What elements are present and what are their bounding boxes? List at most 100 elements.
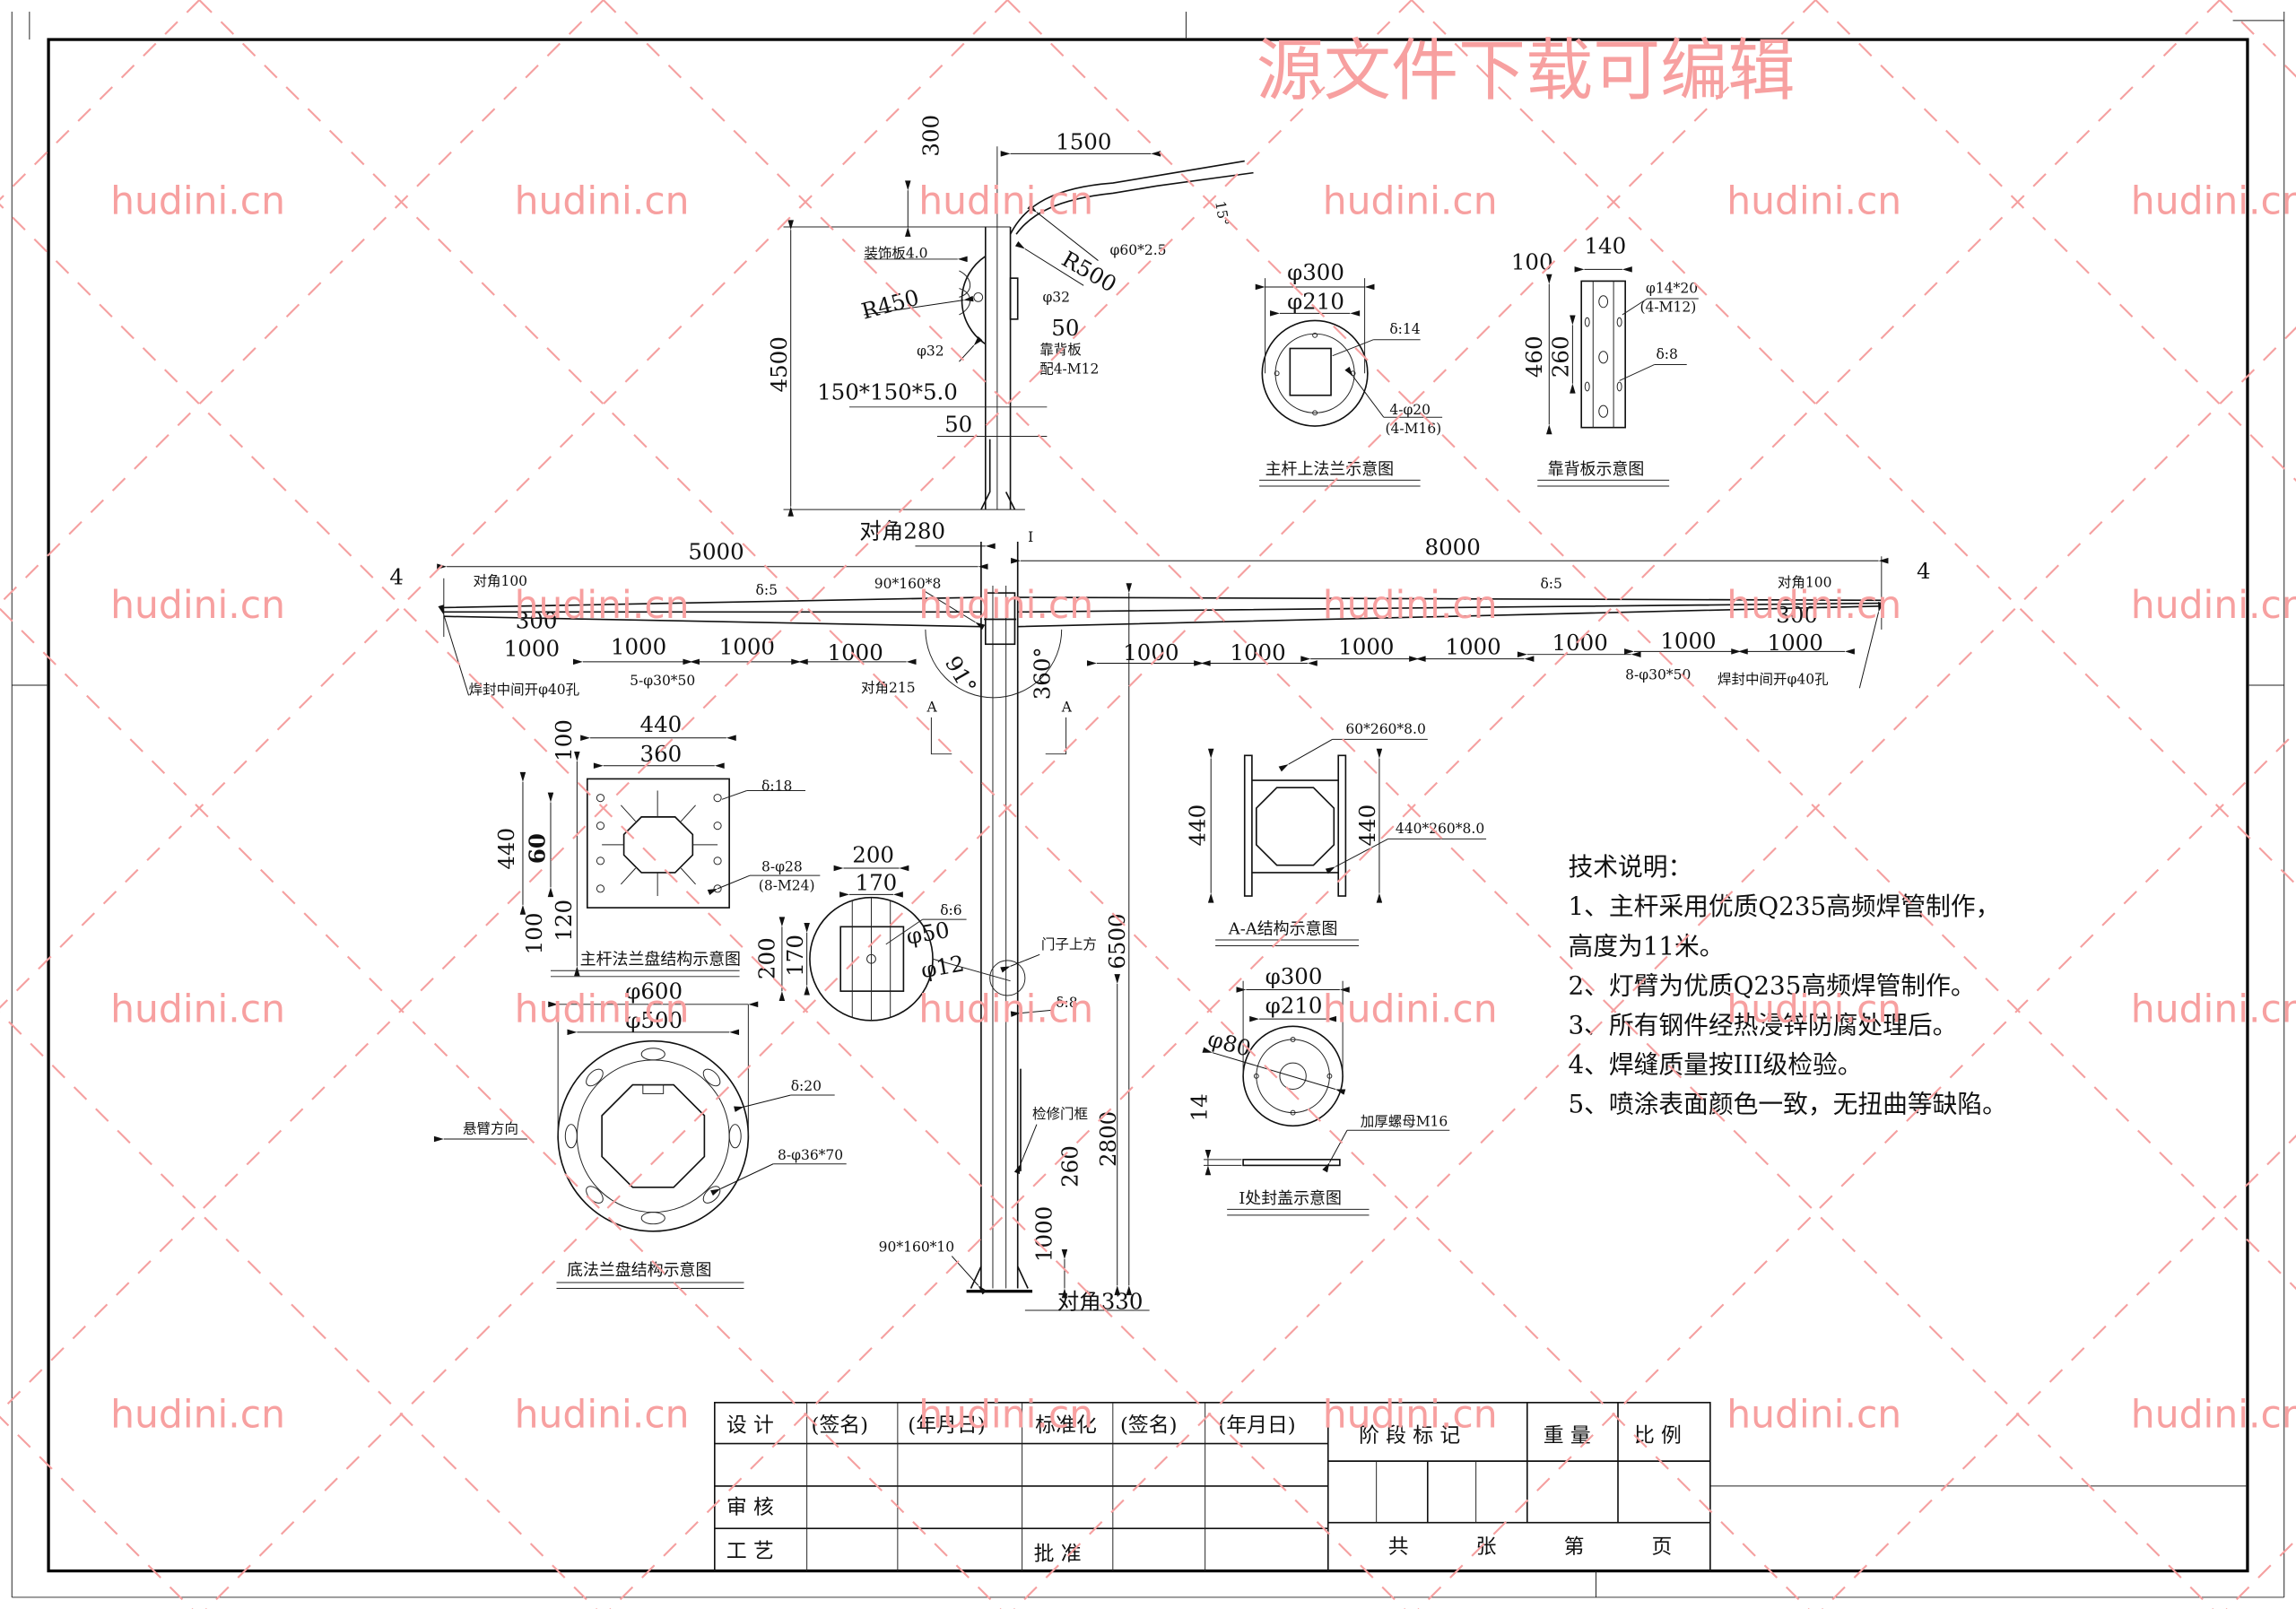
watermark-banner: 源文件下载可编辑 <box>1257 30 1796 109</box>
door-frame: 检修门框 <box>1032 1106 1088 1122</box>
side-view-drawing <box>783 146 1254 517</box>
dim-left-300: 300 <box>516 607 558 633</box>
door-above: 门子上方 <box>1041 936 1097 952</box>
dim-diag330: 对角330 <box>1057 1288 1144 1314</box>
top-flange-holes: 4-φ20 <box>1389 402 1431 418</box>
mid-flange-w440: 440 <box>640 711 683 737</box>
holes-left: 5-φ30*50 <box>630 673 695 689</box>
watermark-site: hudini.cn <box>1726 584 1901 628</box>
arm-tube-spec: φ60*2.5 <box>1110 242 1167 258</box>
seal-left: 焊封中间开φ40孔 <box>469 682 580 698</box>
watermark-site: hudini.cn <box>918 987 1093 1031</box>
watermark-line <box>1417 730 2296 1609</box>
watermark-line <box>0 0 1413 1413</box>
door-plate-h170: 170 <box>782 935 808 977</box>
dim-300: 300 <box>918 115 944 157</box>
holes-right: 8-φ30*50 <box>1625 666 1691 683</box>
cover-t14: 14 <box>1186 1093 1212 1121</box>
thk-left: δ:5 <box>756 582 778 598</box>
door-plate-thk: δ:6 <box>940 902 961 918</box>
note-line: 3、所有钢件经热浸锌防腐处理后。 <box>1568 1010 1957 1039</box>
watermark-line <box>602 0 2214 1609</box>
top-flange-bolts: (4-M16) <box>1385 421 1441 437</box>
section-aa-view: 60*260*8.0 440 440 440*260*8.0 A-A结构示意图 <box>1185 721 1487 947</box>
watermark-line <box>1814 0 2296 483</box>
dim-right-span: 1000 <box>1445 634 1500 660</box>
dim-1000: 1000 <box>1031 1206 1057 1262</box>
seal-right: 焊封中间开φ40孔 <box>1718 671 1829 687</box>
watermark-site: hudini.cn <box>110 179 285 223</box>
watermark-site: hudini.cn <box>1726 179 1901 223</box>
watermark-line <box>1006 0 2296 1291</box>
dim-left-span: 1000 <box>828 639 883 665</box>
tb-date1: (年月日) <box>908 1413 985 1437</box>
angle-360: 360° <box>1030 647 1056 700</box>
notes-title: 技术说明： <box>1568 852 1692 882</box>
back-plate-h260: 260 <box>1547 335 1573 378</box>
top-flange-d300: φ300 <box>1287 259 1344 285</box>
mid-flange-holes: 8-φ28 <box>761 858 803 874</box>
back-plate-holes: φ14*20 <box>1646 280 1698 296</box>
tb-total: 共 <box>1388 1535 1409 1559</box>
watermark-site: hudini.cn <box>515 1394 690 1438</box>
watermark-line <box>2225 1538 2296 1609</box>
tb-weight: 重 量 <box>1544 1424 1591 1448</box>
tb-design: 设 计 <box>726 1413 774 1437</box>
base-flange-title: 底法兰盘结构示意图 <box>567 1261 711 1280</box>
tb-sheets: 张 <box>1476 1535 1497 1559</box>
note-line: 1、主杆采用优质Q235高频焊管制作， <box>1568 891 2000 921</box>
tb-process: 工 艺 <box>726 1540 774 1563</box>
tb-review: 审 核 <box>726 1496 774 1519</box>
door-plate-view: 200 170 δ:6 φ50 φ12 200 170 <box>754 841 1011 1022</box>
top-flange-d210: φ210 <box>1287 288 1344 314</box>
dim-right-span: 1000 <box>1123 639 1178 665</box>
dim-50-b: 50 <box>944 412 972 438</box>
dim-8000: 8000 <box>1425 535 1481 561</box>
mark-i: I <box>1028 529 1033 545</box>
mid-flange-v100b: 100 <box>521 913 547 955</box>
watermark-line <box>0 607 1002 1609</box>
deco-plate-label: 装饰板4.0 <box>864 245 927 261</box>
main-elevation-drawing <box>437 541 1889 1311</box>
technical-notes: 技术说明： 1、主杆采用优质Q235高频焊管制作， 高度为11米。 2、灯臂为优… <box>1568 852 2006 1118</box>
aa-plate-side: 440*260*8.0 <box>1396 821 1484 837</box>
aa-plate-top: 60*260*8.0 <box>1345 721 1425 737</box>
dim-right-span: 1000 <box>1660 628 1716 654</box>
back-plate-bolts: 配4-M12 <box>1039 361 1099 377</box>
dim-tip-left: 4 <box>389 563 404 589</box>
tb-no: 第 <box>1564 1535 1585 1559</box>
diag100-right: 对角100 <box>1778 575 1832 591</box>
watermark-line <box>0 0 604 605</box>
watermark-site: hudini.cn <box>918 179 1093 223</box>
note-line: 4、焊缝质量按III级检验。 <box>1568 1050 1862 1080</box>
dim-260: 260 <box>1057 1145 1083 1187</box>
mid-flange-w360: 360 <box>640 741 683 767</box>
back-plate-w140: 140 <box>1584 232 1626 258</box>
watermark-site: hudini.cn <box>110 584 285 628</box>
watermark-site: hudini.cn <box>2131 584 2296 628</box>
top-flange-view: φ300 φ210 δ:14 4-φ20 (4-M16) 主杆上法兰示意图 <box>1255 259 1443 487</box>
diag100-left: 对角100 <box>473 573 527 589</box>
cover-title: I处封盖示意图 <box>1239 1189 1342 1208</box>
mid-flange-v100: 100 <box>551 719 577 761</box>
back-plate-view: 100 140 φ14*20 (4-M12) 460 260 δ:8 靠背板示意… <box>1511 232 1699 487</box>
section-a-right: A <box>1061 699 1073 715</box>
rib-base: 90*160*10 <box>879 1239 955 1256</box>
back-plate-h460: 460 <box>1521 335 1547 378</box>
mid-flange-bolts: (8-M24) <box>759 877 815 893</box>
mid-flange-v440: 440 <box>493 828 519 870</box>
section-spec: 150*150*5.0 <box>817 379 958 405</box>
watermark-line <box>0 1415 194 1609</box>
aa-title: A-A结构示意图 <box>1228 919 1338 938</box>
dim-right-span: 1000 <box>1552 630 1608 656</box>
watermark-site: hudini.cn <box>110 1394 285 1438</box>
tb-sign1: (签名) <box>812 1413 869 1437</box>
base-flange-d500: φ500 <box>625 1007 683 1033</box>
title-block: 设 计 (签名) (年月日) 标准化 (签名) (年月日) 审 核 工 艺 批 … <box>713 1402 1711 1572</box>
watermark-site: hudini.cn <box>515 584 690 628</box>
thk-right: δ:5 <box>1540 576 1561 592</box>
watermark-site: hudini.cn <box>1323 584 1498 628</box>
tb-standard: 标准化 <box>1035 1413 1097 1437</box>
back-plate-w100: 100 <box>1511 248 1553 274</box>
